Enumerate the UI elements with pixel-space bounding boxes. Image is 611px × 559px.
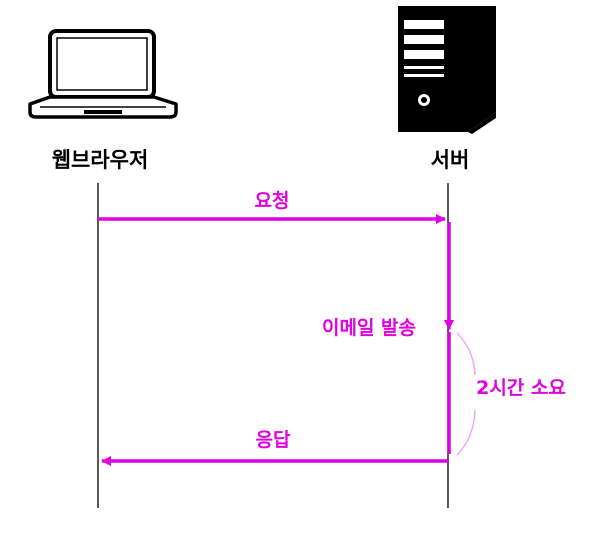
response-label: 응답 bbox=[256, 429, 291, 451]
duration-label: 2시간 소요 bbox=[476, 377, 566, 399]
send-email-label: 이메일 발송 bbox=[322, 317, 416, 339]
browser-label: 웹브라우저 bbox=[52, 148, 149, 172]
laptop-icon bbox=[28, 29, 178, 119]
server-tower-icon bbox=[398, 6, 496, 134]
duration-brace bbox=[456, 332, 476, 456]
server-label: 서버 bbox=[431, 148, 470, 172]
request-label: 요청 bbox=[255, 190, 290, 212]
